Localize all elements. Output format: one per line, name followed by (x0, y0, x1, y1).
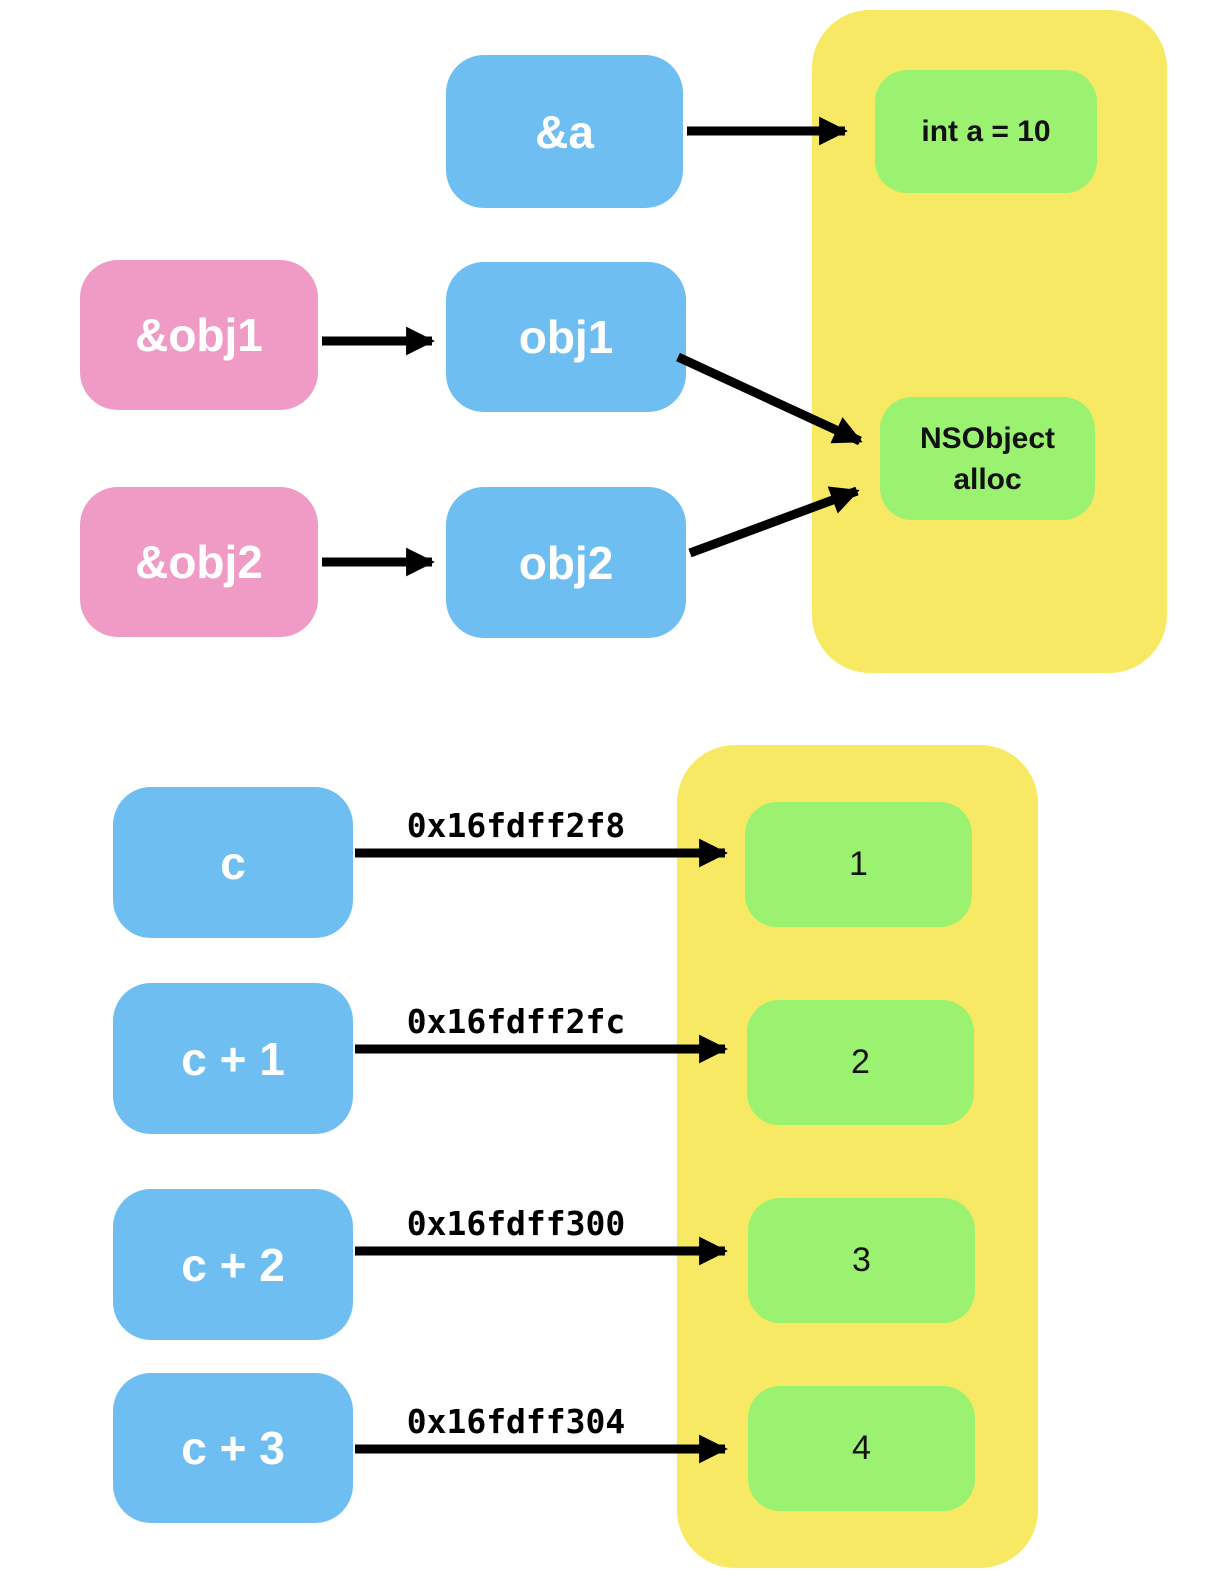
memory-cell-int-a-label: int a = 10 (921, 115, 1051, 148)
memory-cell-nsobject-line1: NSObject (919, 421, 1056, 455)
memory-cell-array-3-value: 4 (852, 1429, 871, 1467)
memory-cell-array-0-value: 1 (849, 845, 868, 883)
node-address-of-obj2: &obj2 (80, 487, 318, 637)
node-pointer-c-plus-1: c + 1 (113, 983, 353, 1134)
memory-cell-nsobject: NSObject alloc (880, 397, 1095, 520)
node-pointer-c-plus-3-label: c + 3 (181, 1422, 285, 1474)
memory-cell-array-2-value: 3 (852, 1241, 871, 1279)
node-pointer-c: c (113, 787, 353, 938)
node-obj2-label: obj2 (518, 536, 614, 589)
memory-cell-array-2: 3 (748, 1198, 975, 1323)
address-label-c-plus-3: 0x16fdff304 (406, 1402, 626, 1441)
node-pointer-c-plus-2: c + 2 (113, 1189, 353, 1340)
address-label-c: 0x16fdff2f8 (406, 806, 626, 845)
memory-cell-array-1: 2 (747, 1000, 974, 1125)
memory-cell-array-1-value: 2 (851, 1043, 870, 1081)
memory-cell-array-3: 4 (748, 1386, 975, 1511)
node-pointer-c-plus-1-label: c + 1 (181, 1032, 285, 1085)
memory-cell-int-a: int a = 10 (875, 70, 1097, 193)
address-label-c-plus-2: 0x16fdff300 (406, 1204, 626, 1243)
node-obj1-label: obj1 (518, 311, 614, 363)
node-pointer-c-plus-3: c + 3 (113, 1373, 353, 1523)
node-address-of-obj1-label: &obj1 (135, 309, 263, 361)
node-address-of-a: &a (446, 55, 683, 208)
node-pointer-c-label: c (220, 836, 246, 889)
node-pointer-c-plus-2-label: c + 2 (181, 1238, 285, 1291)
node-address-of-obj2-label: &obj2 (135, 536, 263, 588)
node-address-of-obj1: &obj1 (80, 260, 318, 410)
memory-cell-nsobject-line2: alloc (953, 462, 1022, 496)
address-label-c-plus-1: 0x16fdff2fc (406, 1002, 626, 1041)
memory-cell-array-0: 1 (745, 802, 972, 927)
node-obj2: obj2 (446, 487, 686, 638)
node-obj1: obj1 (446, 262, 686, 412)
node-address-of-a-label: &a (535, 105, 594, 158)
